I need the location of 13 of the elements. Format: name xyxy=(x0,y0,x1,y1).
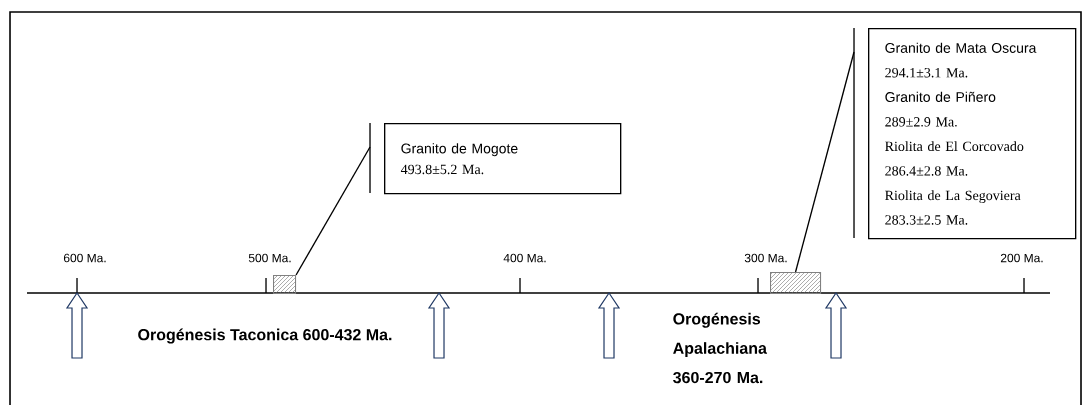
tick-label: 500 Ma. xyxy=(248,253,291,263)
tick-label: 400 Ma. xyxy=(503,253,546,263)
callout-box: Granito de Mata Oscura 294.1±3.1 Ma. Granito de Piñero 289±2.9 Ma. Riolita de El Corcovado 286.4±2.8 Ma. Riolita de La Segoviera 283.3±2.5 Ma. xyxy=(868,28,1077,240)
hatched-bar xyxy=(273,275,297,295)
tick-label: 600 Ma. xyxy=(63,253,106,263)
callout-box: Granito de Mogote 493.8±5.2 Ma. xyxy=(384,123,622,195)
leader-line xyxy=(295,146,371,276)
tick-label: 300 Ma. xyxy=(744,253,787,263)
tick-label: 200 Ma. xyxy=(1000,253,1043,263)
orogeny-label: Orogénesis Taconica 600-432 Ma. xyxy=(138,328,392,344)
leader-line xyxy=(794,51,855,273)
orogeny-label: Orogénesis Apalachiana 360-270 Ma. xyxy=(673,312,768,384)
hatched-bar xyxy=(770,272,822,295)
